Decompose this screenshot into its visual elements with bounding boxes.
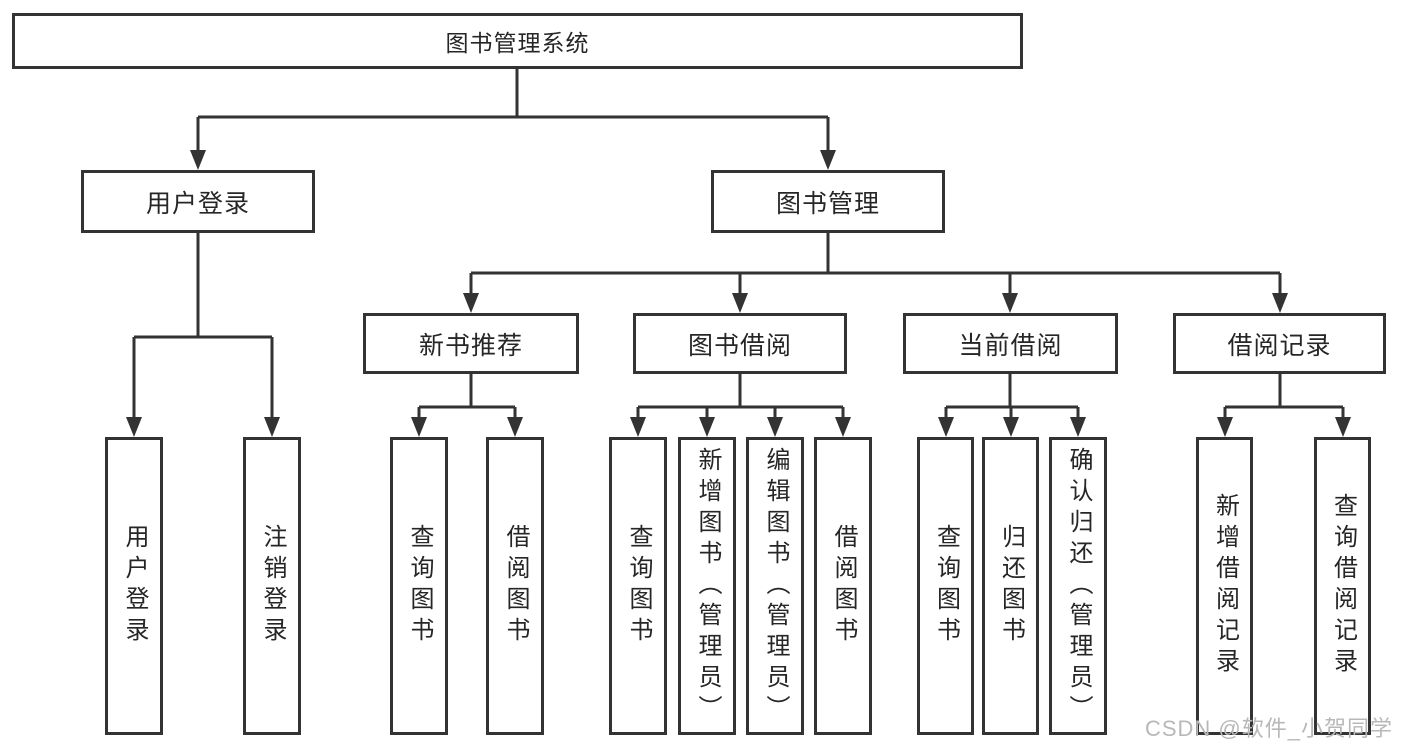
node-current-borrowing: 当前借阅 xyxy=(903,313,1118,374)
node-borrowing-records: 借阅记录 xyxy=(1173,313,1386,374)
leaf-edit-book-admin: 编辑图书（管理员） xyxy=(746,437,804,735)
leaf-user-login: 用户登录 xyxy=(105,437,163,735)
node-label: 图书借阅 xyxy=(687,331,792,360)
node-label: 新增图书（管理员） xyxy=(694,446,721,726)
node-label: 用户登录 xyxy=(145,189,250,218)
node-label: 查询图书 xyxy=(932,524,960,648)
leaf-confirm-return-admin: 确认归还（管理员） xyxy=(1049,437,1107,735)
leaf-borrow-book-recommend: 借阅图书 xyxy=(486,437,544,735)
node-label: 查询图书 xyxy=(406,524,433,648)
node-book-management: 图书管理 xyxy=(711,170,945,233)
node-label: 当前借阅 xyxy=(958,331,1063,360)
leaf-borrow-book: 借阅图书 xyxy=(814,437,872,735)
node-label: 编辑图书（管理员） xyxy=(762,446,789,726)
leaf-add-book-admin: 新增图书（管理员） xyxy=(678,437,736,735)
node-new-book-recommend: 新书推荐 xyxy=(363,313,579,374)
leaf-query-book-borrowing: 查询图书 xyxy=(609,437,667,735)
node-label: 注销登录 xyxy=(259,524,286,648)
leaf-return-book: 归还图书 xyxy=(982,437,1039,735)
node-label: 图书管理 xyxy=(775,189,880,218)
node-label: 确认归还（管理员） xyxy=(1065,446,1092,726)
node-label: 用户登录 xyxy=(121,524,148,648)
leaf-logout: 注销登录 xyxy=(243,437,301,735)
node-label: 新增借阅记录 xyxy=(1211,493,1239,679)
node-label: 查询借阅记录 xyxy=(1329,493,1357,679)
node-label: 借阅图书 xyxy=(830,524,857,648)
node-user-login: 用户登录 xyxy=(81,170,315,233)
node-label: 新书推荐 xyxy=(418,331,523,360)
node-label: 借阅记录 xyxy=(1227,331,1332,360)
node-label: 归还图书 xyxy=(997,524,1025,648)
csdn-watermark: CSDN @软件_小贺同学 xyxy=(1144,716,1393,741)
leaf-query-borrow-record: 查询借阅记录 xyxy=(1314,437,1371,735)
node-label: 图书管理系统 xyxy=(445,30,590,56)
leaf-query-book-recommend: 查询图书 xyxy=(390,437,448,735)
node-label: 查询图书 xyxy=(625,524,652,648)
node-label: 借阅图书 xyxy=(502,524,529,648)
leaf-add-borrow-record: 新增借阅记录 xyxy=(1196,437,1253,735)
node-root-library-management-system: 图书管理系统 xyxy=(12,13,1023,69)
node-book-borrowing: 图书借阅 xyxy=(633,313,847,374)
leaf-query-book-current: 查询图书 xyxy=(917,437,974,735)
